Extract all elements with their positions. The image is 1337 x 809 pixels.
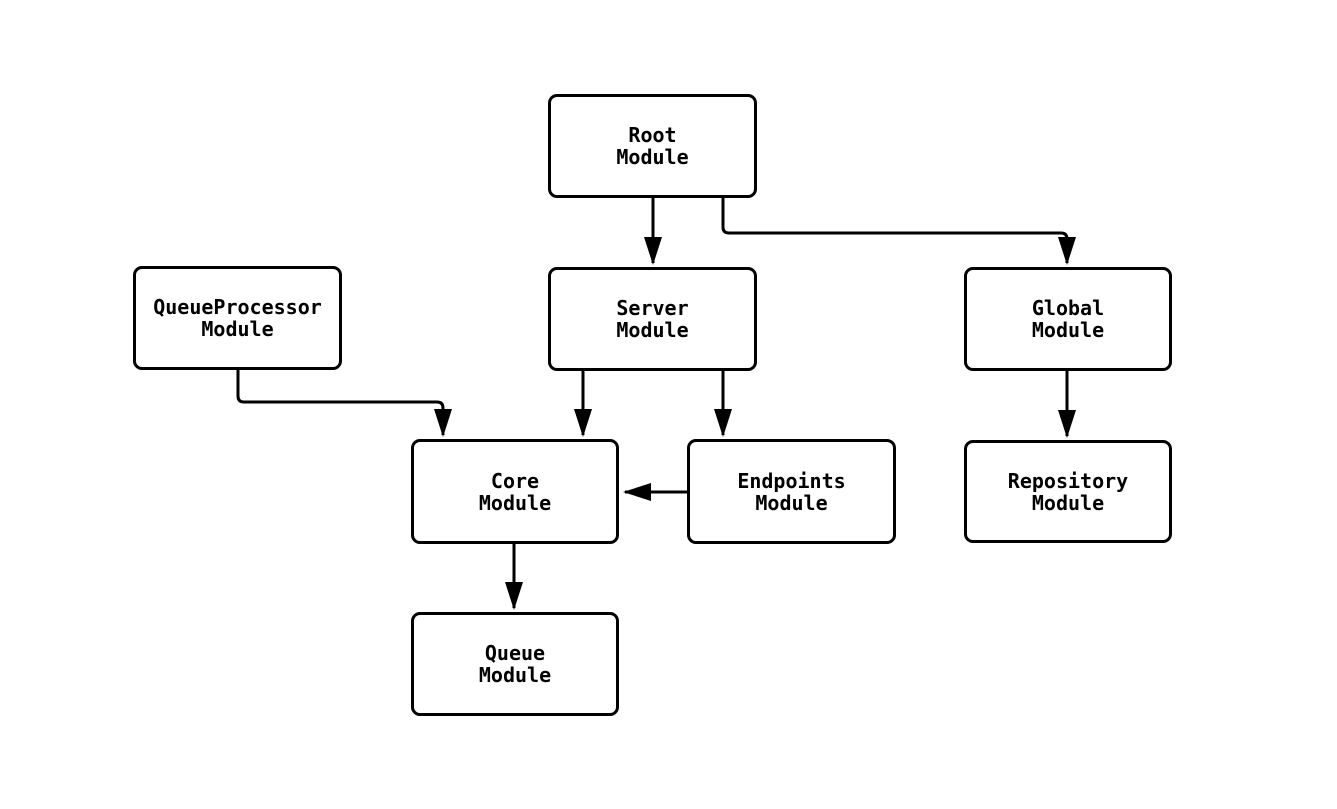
- node-repository-line2: Module: [1031, 490, 1105, 515]
- node-root-line1: Root: [628, 123, 677, 147]
- node-endpoints-module-label: Endpoints Module: [737, 470, 845, 514]
- node-endpoints-line1: Endpoints: [737, 468, 846, 493]
- node-root-module: Root Module: [548, 94, 757, 198]
- node-queueprocessor-module: QueueProcessor Module: [133, 266, 342, 370]
- edge-root-to-global: [721, 197, 1076, 265]
- node-server-line1: Server: [616, 296, 689, 320]
- node-queueprocessor-line1: QueueProcessor: [153, 295, 322, 319]
- edge-queueprocessor-to-core: [236, 370, 452, 437]
- node-root-module-label: Root Module: [616, 124, 688, 168]
- node-server-module: Server Module: [548, 267, 757, 371]
- node-root-line2: Module: [616, 145, 689, 169]
- node-repository-line1: Repository: [1007, 468, 1129, 493]
- node-server-module-label: Server Module: [616, 297, 688, 341]
- node-core-line1: Core: [490, 468, 540, 493]
- node-repository-module-label: Repository Module: [1008, 470, 1128, 514]
- node-server-line2: Module: [616, 318, 689, 342]
- node-global-module-label: Global Module: [1032, 297, 1104, 341]
- node-queue-module: Queue Module: [411, 612, 619, 716]
- node-core-module: Core Module: [411, 439, 619, 544]
- node-queueprocessor-line2: Module: [201, 317, 274, 341]
- node-repository-module: Repository Module: [964, 440, 1172, 543]
- node-queue-module-label: Queue Module: [479, 642, 551, 686]
- node-queue-line1: Queue: [484, 641, 546, 665]
- node-global-module: Global Module: [964, 267, 1172, 371]
- node-endpoints-line2: Module: [755, 490, 828, 515]
- node-core-module-label: Core Module: [479, 470, 551, 514]
- node-global-line1: Global: [1031, 296, 1105, 320]
- node-core-line2: Module: [478, 490, 552, 515]
- node-endpoints-module: Endpoints Module: [687, 439, 896, 544]
- node-queueprocessor-module-label: QueueProcessor Module: [153, 296, 322, 340]
- node-global-line2: Module: [1031, 318, 1105, 342]
- node-queue-line2: Module: [478, 663, 552, 687]
